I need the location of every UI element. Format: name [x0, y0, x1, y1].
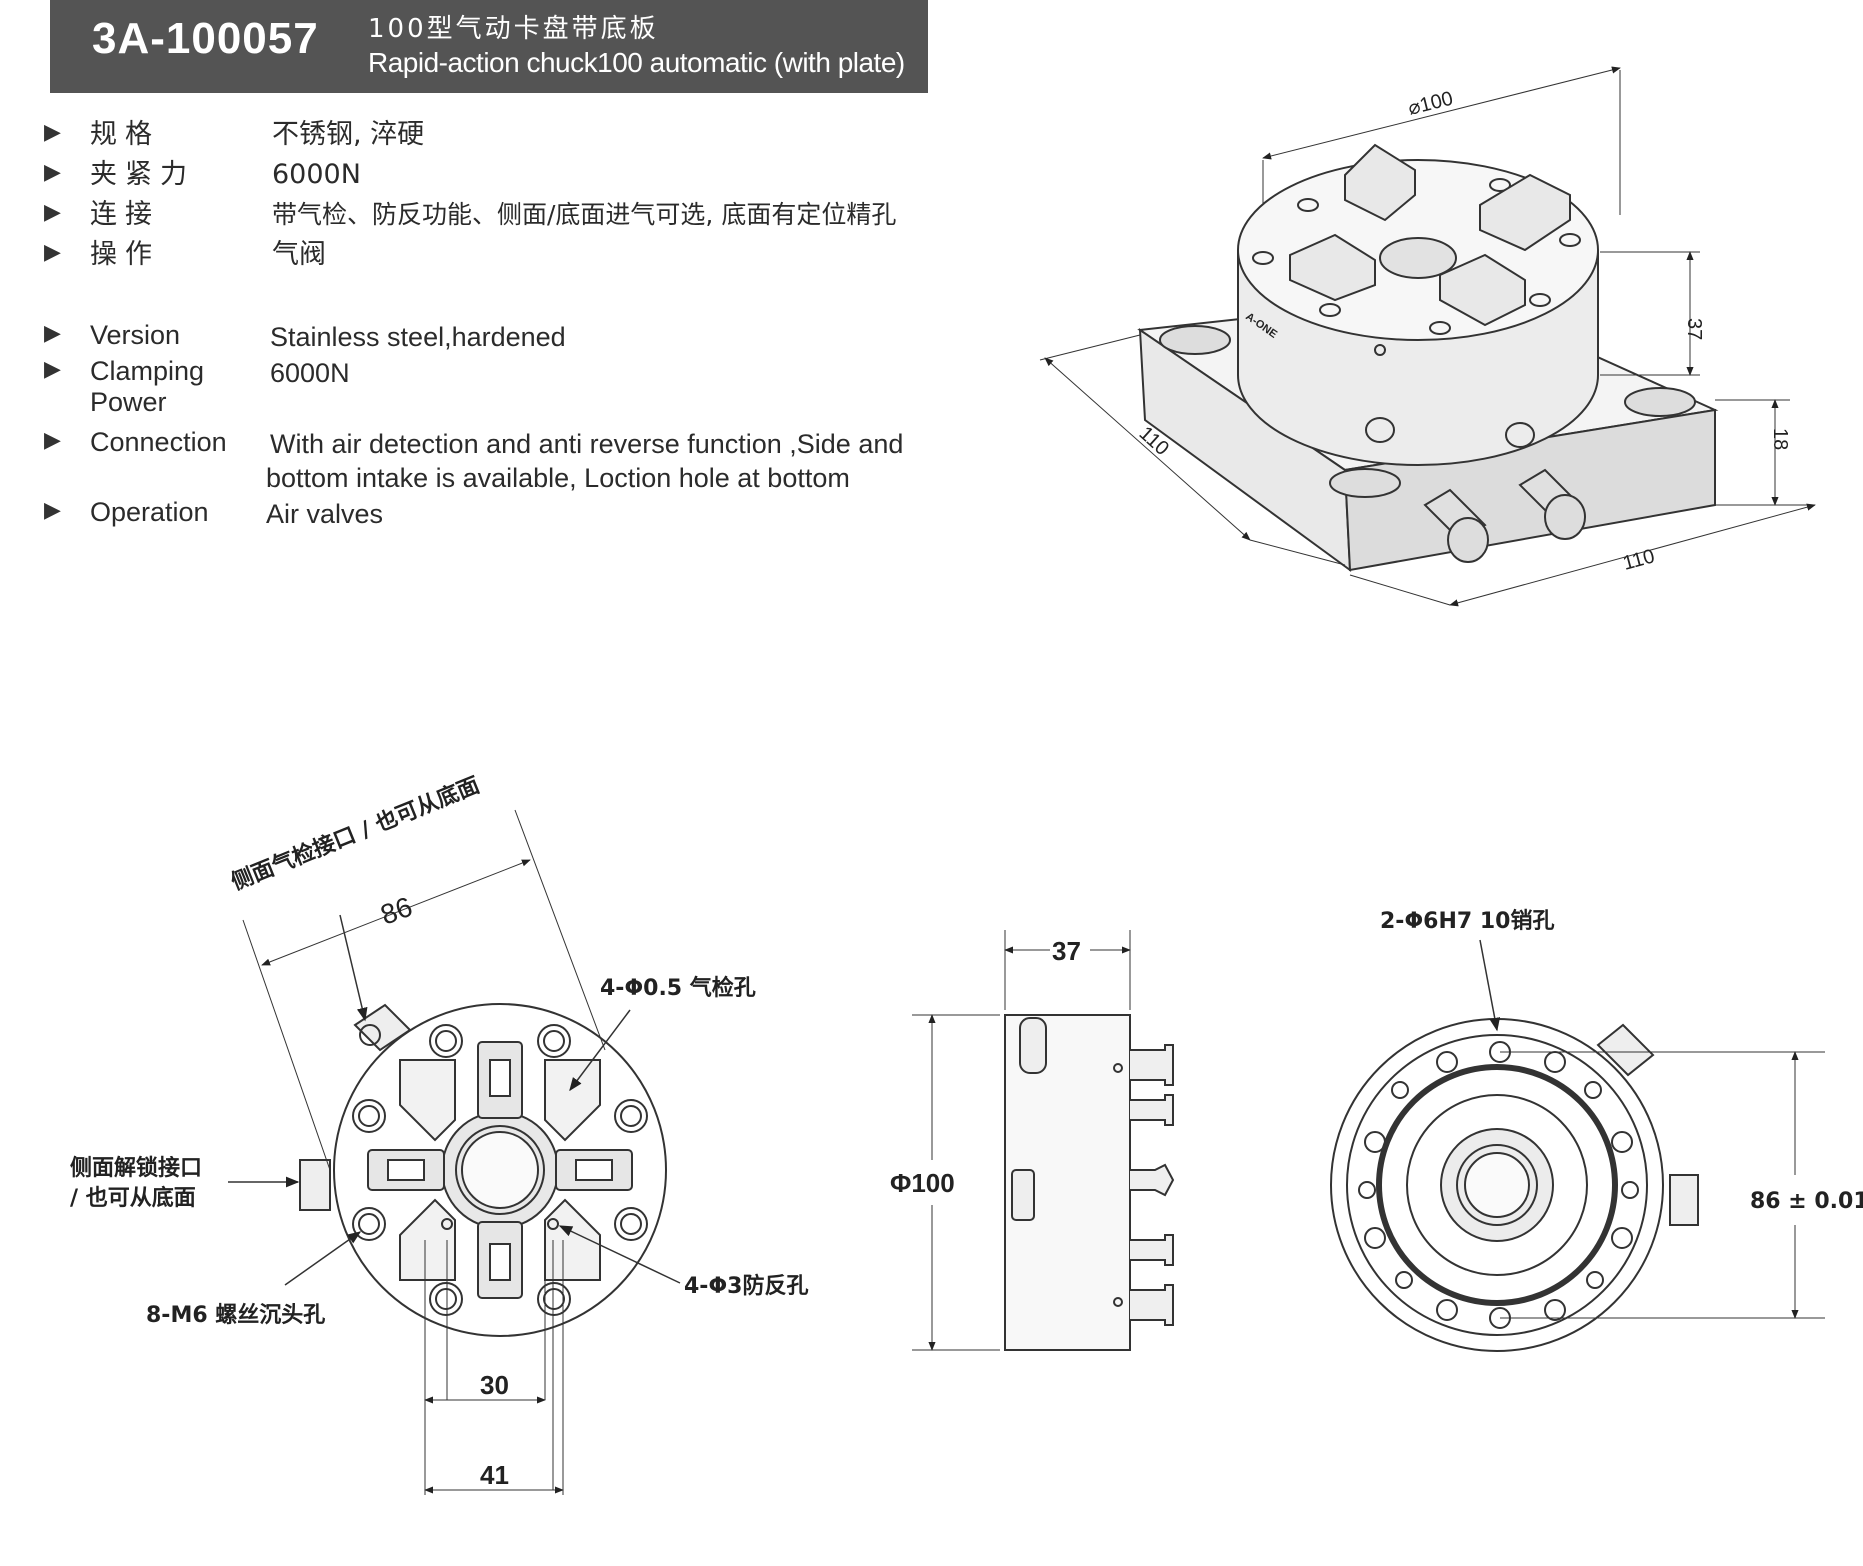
top-view [228, 809, 681, 1495]
side-view [912, 930, 1175, 1351]
note-side-air-check-port: 侧面气检接口 / 也可从底面 [228, 772, 484, 896]
side-dim-37: 37 [1052, 936, 1081, 966]
spec-label: Connection [90, 427, 227, 457]
spec-value: 6000N [270, 358, 350, 388]
iso-dim-plate-height: 18 [1769, 428, 1791, 450]
spec-label: Clamping [90, 356, 205, 386]
note-air-check-hole: 4-Φ0.5 气检孔 [600, 975, 756, 1001]
note-unlock-port-line1: 侧面解锁接口 [70, 1155, 202, 1181]
spec-value: 带气检、防反功能、侧面/底面进气可选, 底面有定位精孔 [272, 200, 897, 229]
spec-value: 不锈钢, 淬硬 [272, 119, 425, 150]
product-title-cn: 100型气动卡盘带底板 [368, 14, 659, 44]
product-title-en: Rapid-action chuck100 automatic (with pl… [368, 47, 905, 78]
spec-label: 操作 [90, 239, 160, 270]
bottom-dim-86: 86 ± 0.01 [1750, 1189, 1863, 1214]
isometric-view [1039, 66, 1816, 607]
product-code: 3A-100057 [92, 14, 319, 63]
bullet-arrow-icon: ▶ [44, 200, 61, 225]
note-unlock-port-line2: / 也可从底面 [70, 1185, 196, 1211]
bullet-arrow-icon: ▶ [44, 427, 61, 452]
bullet-arrow-icon: ▶ [44, 240, 61, 265]
spec-value: 6000N [272, 159, 361, 190]
iso-dim-width-right: 110 [1621, 545, 1657, 575]
note-pin-holes: 2-Φ6H7 10销孔 [1380, 909, 1554, 934]
spec-label: 夹紧力 [90, 159, 195, 190]
spec-value: Air valves [266, 499, 384, 529]
spec-value: Stainless steel,hardened [270, 322, 566, 352]
note-screw-holes: 8-M6 螺丝沉头孔 [146, 1302, 325, 1328]
iso-dim-diameter: ⌀100 [1406, 88, 1455, 120]
title-banner: 3A-100057 100型气动卡盘带底板 Rapid-action chuck… [50, 0, 928, 93]
iso-dim-height: 37 [1683, 318, 1705, 340]
bullet-arrow-icon: ▶ [44, 160, 61, 185]
bullet-arrow-icon: ▶ [44, 356, 61, 381]
spec-value: 气阀 [272, 239, 326, 270]
spec-value-line2: bottom intake is available, Loction hole… [266, 463, 850, 493]
bullet-arrow-icon: ▶ [44, 497, 61, 522]
spec-label: Version [90, 320, 181, 350]
bottom-view [1330, 939, 1825, 1352]
spec-value: With air detection and anti reverse func… [270, 429, 904, 459]
bullet-arrow-icon: ▶ [44, 120, 61, 145]
spec-label: 规格 [90, 119, 160, 150]
bullet-arrow-icon: ▶ [44, 320, 61, 345]
spec-label-line2: Power [90, 387, 167, 417]
side-dim-100: Φ100 [890, 1168, 955, 1198]
top-dim-30: 30 [480, 1370, 509, 1400]
top-dim-41: 41 [480, 1460, 509, 1490]
spec-label: Operation [90, 497, 209, 527]
top-dim-86: 86 [376, 891, 416, 931]
note-anti-reverse-holes: 4-Φ3防反孔 [684, 1274, 808, 1299]
spec-label: 连接 [90, 199, 160, 230]
